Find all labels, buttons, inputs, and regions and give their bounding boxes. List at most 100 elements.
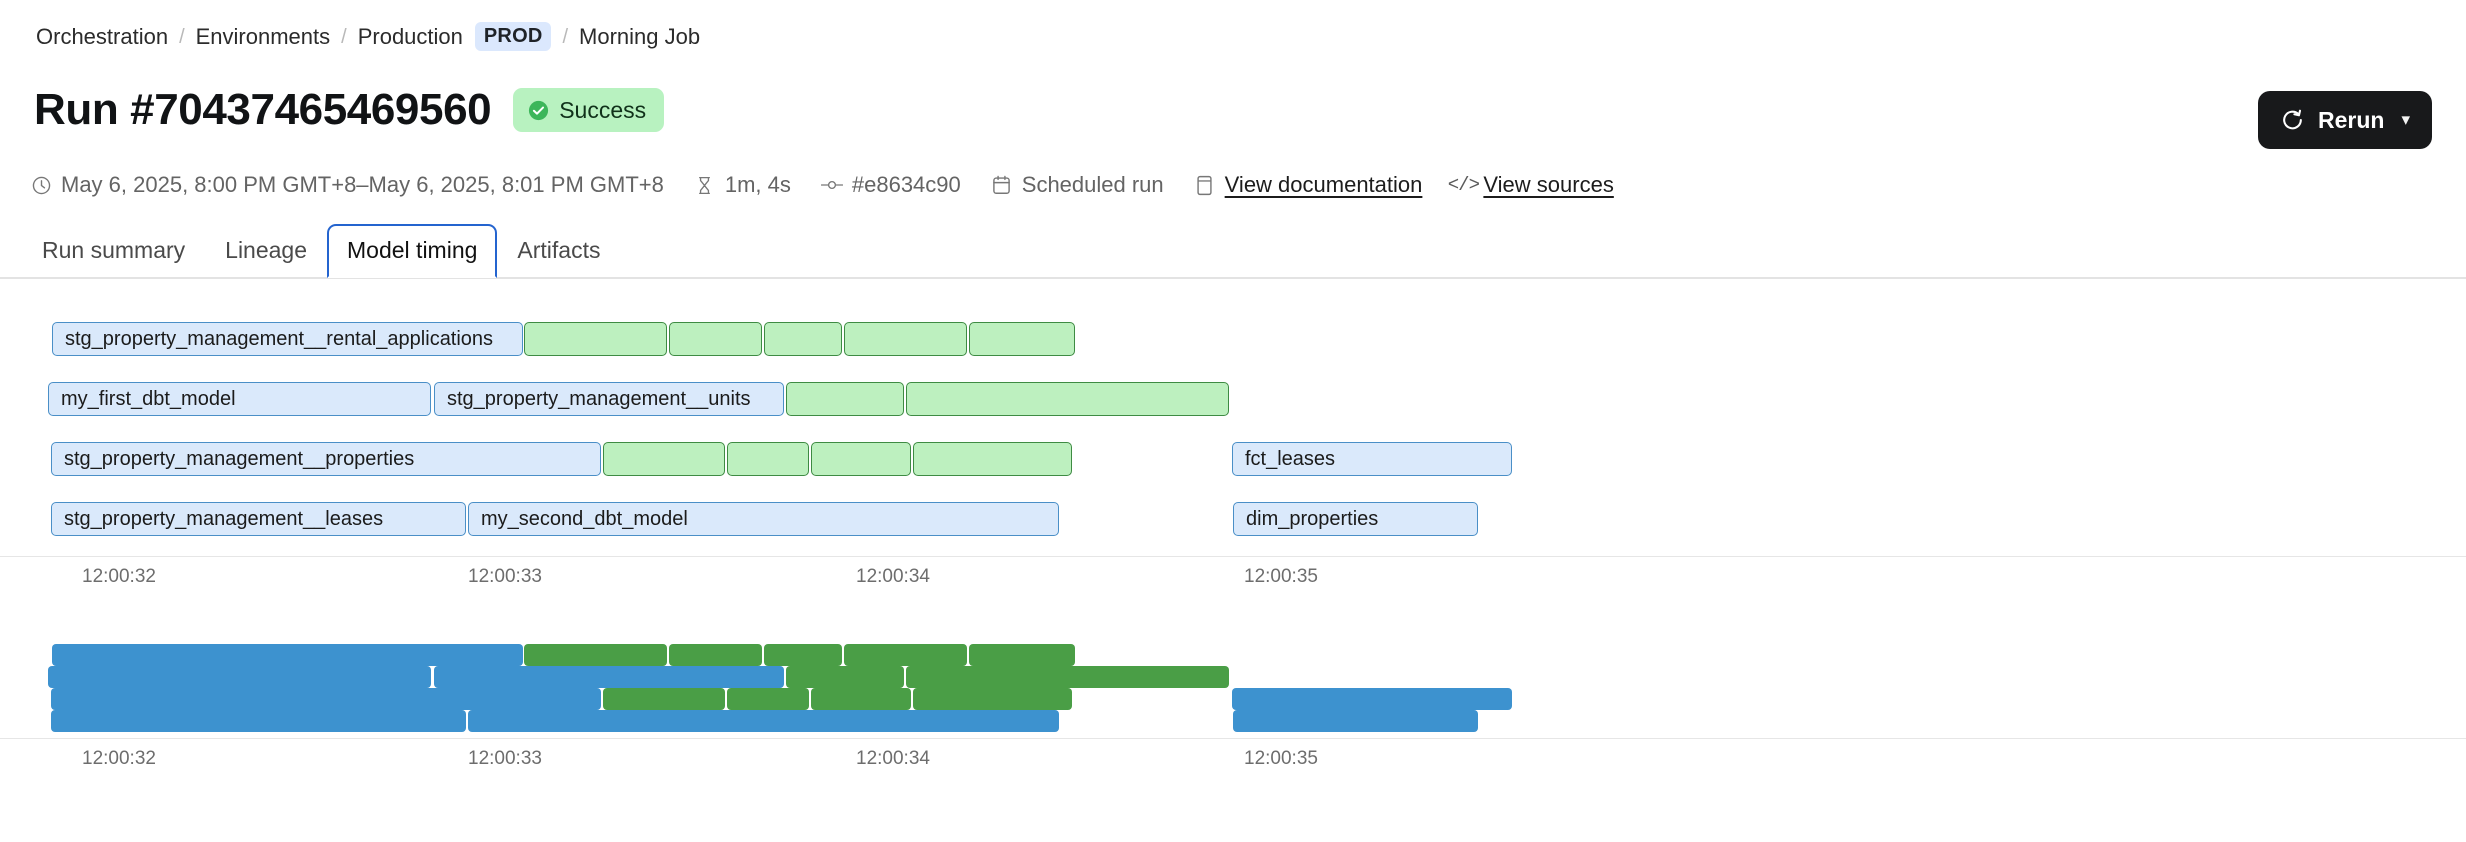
axis-line xyxy=(0,556,2466,557)
overview-axis-tick: 12:00:32 xyxy=(82,748,156,769)
gantt-bar-label: my_first_dbt_model xyxy=(61,388,236,410)
gantt-bar-test[interactable] xyxy=(669,322,762,356)
gantt-bar-stg_property_management__rental_applications[interactable]: stg_property_management__rental_applicat… xyxy=(52,322,523,356)
overview-bar[interactable] xyxy=(1232,688,1512,710)
meta-trigger: Scheduled run xyxy=(991,172,1164,198)
breadcrumb-item-orchestration[interactable]: Orchestration xyxy=(36,23,169,49)
gantt-bar-stg_property_management__properties[interactable]: stg_property_management__properties xyxy=(51,442,601,476)
gantt-bar-label: stg_property_management__rental_applicat… xyxy=(65,328,494,350)
overview-bar[interactable] xyxy=(603,688,725,710)
overview-bar[interactable] xyxy=(468,710,1059,732)
overview-row xyxy=(0,688,2466,710)
meta-duration: 1m, 4s xyxy=(694,172,791,198)
clock-icon xyxy=(30,174,52,196)
overview-axis-tick: 12:00:33 xyxy=(468,748,542,769)
overview-bar[interactable] xyxy=(434,666,784,688)
gantt-bar-label: stg_property_management__properties xyxy=(64,448,415,470)
gantt-bar-stg_property_management__units[interactable]: stg_property_management__units xyxy=(434,382,784,416)
tab-artifacts[interactable]: Artifacts xyxy=(517,237,601,263)
overview-bar[interactable] xyxy=(844,644,967,666)
overview-bar[interactable] xyxy=(906,666,1229,688)
meta-trigger-label: Scheduled run xyxy=(1021,172,1164,197)
tab-bar: Run summary Lineage Model timing Artifacts xyxy=(22,218,620,278)
overview-bar[interactable] xyxy=(51,688,601,710)
gantt-bar-label: my_second_dbt_model xyxy=(481,508,688,530)
hourglass-icon xyxy=(694,174,716,196)
breadcrumb-env-badge[interactable]: PROD xyxy=(474,22,552,51)
overview-bar[interactable] xyxy=(913,688,1072,710)
calendar-icon xyxy=(991,174,1013,196)
run-meta: May 6, 2025, 8:00 PM GMT+8–May 6, 2025, … xyxy=(30,172,1614,198)
meta-commit-label: #e8634c90 xyxy=(851,172,961,197)
overview-bar[interactable] xyxy=(52,644,523,666)
gantt-detail: stg_property_management__rental_applicat… xyxy=(0,318,2466,587)
gantt-bar-test[interactable] xyxy=(969,322,1075,356)
gantt-bar-label: fct_leases xyxy=(1245,448,1336,470)
title-row: Run #70437465469560 Success xyxy=(34,85,665,134)
chevron-down-icon: ▾ xyxy=(2401,110,2410,129)
overview-bar[interactable] xyxy=(1233,710,1478,732)
gantt-bar-test[interactable] xyxy=(524,322,667,356)
code-icon: </> xyxy=(1447,174,1480,196)
gantt-bar-test[interactable] xyxy=(727,442,809,476)
overview-axis-tick: 12:00:34 xyxy=(856,748,930,769)
gantt-bar-test[interactable] xyxy=(913,442,1072,476)
meta-documentation[interactable]: View documentation xyxy=(1194,172,1423,198)
breadcrumb-separator: / xyxy=(562,25,569,48)
gantt-bar-test[interactable] xyxy=(906,382,1229,416)
page-title: Run #70437465469560 xyxy=(34,85,492,134)
overview-row xyxy=(0,644,2466,666)
book-icon xyxy=(1194,174,1216,196)
tab-lineage[interactable]: Lineage xyxy=(225,237,308,263)
meta-sources[interactable]: </> View sources xyxy=(1447,172,1614,198)
gantt-bar-test[interactable] xyxy=(603,442,725,476)
meta-documentation-link[interactable]: View documentation xyxy=(1224,172,1423,197)
gantt-bar-test[interactable] xyxy=(844,322,967,356)
overview-bar[interactable] xyxy=(764,644,842,666)
overview-bar[interactable] xyxy=(786,666,904,688)
axis-tick: 12:00:35 xyxy=(1244,566,1318,587)
gantt-row: stg_property_management__rental_applicat… xyxy=(0,322,2466,356)
overview-bar[interactable] xyxy=(811,688,911,710)
breadcrumb-item-morning-job: Morning Job xyxy=(579,23,701,49)
gantt-bar-test[interactable] xyxy=(764,322,842,356)
gantt-bar-label: dim_properties xyxy=(1246,508,1379,530)
status-badge: Success xyxy=(513,88,665,132)
check-circle-icon xyxy=(529,100,549,120)
git-commit-icon xyxy=(820,174,843,196)
gantt-row: stg_property_management__leases my_second… xyxy=(0,502,2466,536)
breadcrumb-item-environments[interactable]: Environments xyxy=(195,23,331,49)
axis-tick: 12:00:34 xyxy=(856,566,930,587)
tab-run-summary[interactable]: Run summary xyxy=(42,237,186,263)
gantt-bar-dim_properties[interactable]: dim_properties xyxy=(1233,502,1478,536)
overview-axis-tick: 12:00:35 xyxy=(1244,748,1318,769)
gantt-bar-test[interactable] xyxy=(811,442,911,476)
gantt-row: stg_property_management__properties fct_l… xyxy=(0,442,2466,476)
overview-bar[interactable] xyxy=(669,644,762,666)
gantt-bar-stg_property_management__leases[interactable]: stg_property_management__leases xyxy=(51,502,466,536)
status-badge-label: Success xyxy=(559,96,647,123)
meta-commit: #e8634c90 xyxy=(820,172,961,198)
tabs-underline xyxy=(0,277,2466,279)
gantt-bar-test[interactable] xyxy=(786,382,904,416)
overview-bar[interactable] xyxy=(48,666,431,688)
rerun-button[interactable]: Rerun ▾ xyxy=(2258,91,2432,149)
breadcrumb-item-production[interactable]: Production xyxy=(357,23,463,49)
gantt-bar-my_second_dbt_model[interactable]: my_second_dbt_model xyxy=(468,502,1059,536)
axis-tick: 12:00:32 xyxy=(82,566,156,587)
overview-row xyxy=(0,666,2466,688)
overview-axis-line xyxy=(0,738,2466,739)
rerun-button-label: Rerun xyxy=(2318,106,2385,133)
axis-tick: 12:00:33 xyxy=(468,566,542,587)
overview-bar[interactable] xyxy=(51,710,466,732)
meta-sources-link[interactable]: View sources xyxy=(1483,172,1614,197)
overview-bar[interactable] xyxy=(524,644,667,666)
breadcrumb: Orchestration / Environments / Production PRO… xyxy=(36,22,700,51)
rerun-icon xyxy=(2283,109,2302,129)
overview-bar[interactable] xyxy=(727,688,809,710)
tab-model-timing[interactable]: Model timing xyxy=(327,224,498,278)
overview-bar[interactable] xyxy=(969,644,1075,666)
gantt-bar-fct_leases[interactable]: fct_leases xyxy=(1232,442,1512,476)
gantt-bar-my_first_dbt_model[interactable]: my_first_dbt_model xyxy=(48,382,431,416)
breadcrumb-separator: / xyxy=(341,25,347,48)
